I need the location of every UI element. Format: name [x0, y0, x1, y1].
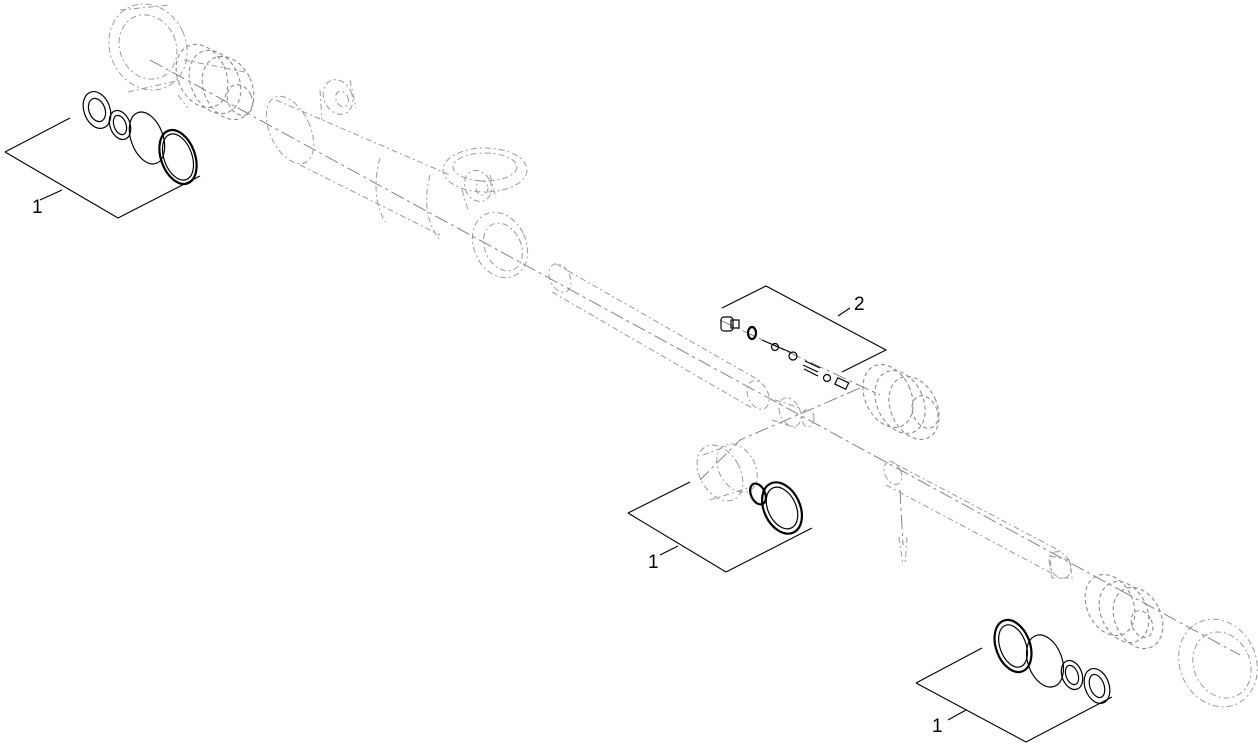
callout-bracket-middle	[627, 481, 813, 573]
top-gland	[175, 43, 255, 121]
cylinder-barrel	[265, 79, 529, 279]
rod-end	[883, 460, 1073, 579]
callout-bracket-bottom-right	[915, 647, 1113, 743]
bottom-gland	[1084, 573, 1164, 650]
bottom-seal-rings	[993, 618, 1111, 705]
middle-seal-rings	[696, 443, 804, 535]
top-end-cap	[108, 3, 188, 93]
bottom-end-cap	[1178, 618, 1258, 708]
callout-label-middle: 1	[648, 552, 659, 573]
callout-label-top-left: 1	[32, 197, 43, 218]
cylinder-centerline	[149, 59, 1241, 656]
callout-label-bottom-right: 1	[932, 716, 943, 737]
top-seal-rings	[82, 91, 198, 186]
valve-kit-parts	[720, 316, 850, 390]
callout-label-valve: 2	[854, 294, 865, 315]
callout-bracket-top-left	[4, 117, 201, 219]
piston	[862, 364, 940, 440]
callout-bracket-valve	[721, 285, 888, 373]
